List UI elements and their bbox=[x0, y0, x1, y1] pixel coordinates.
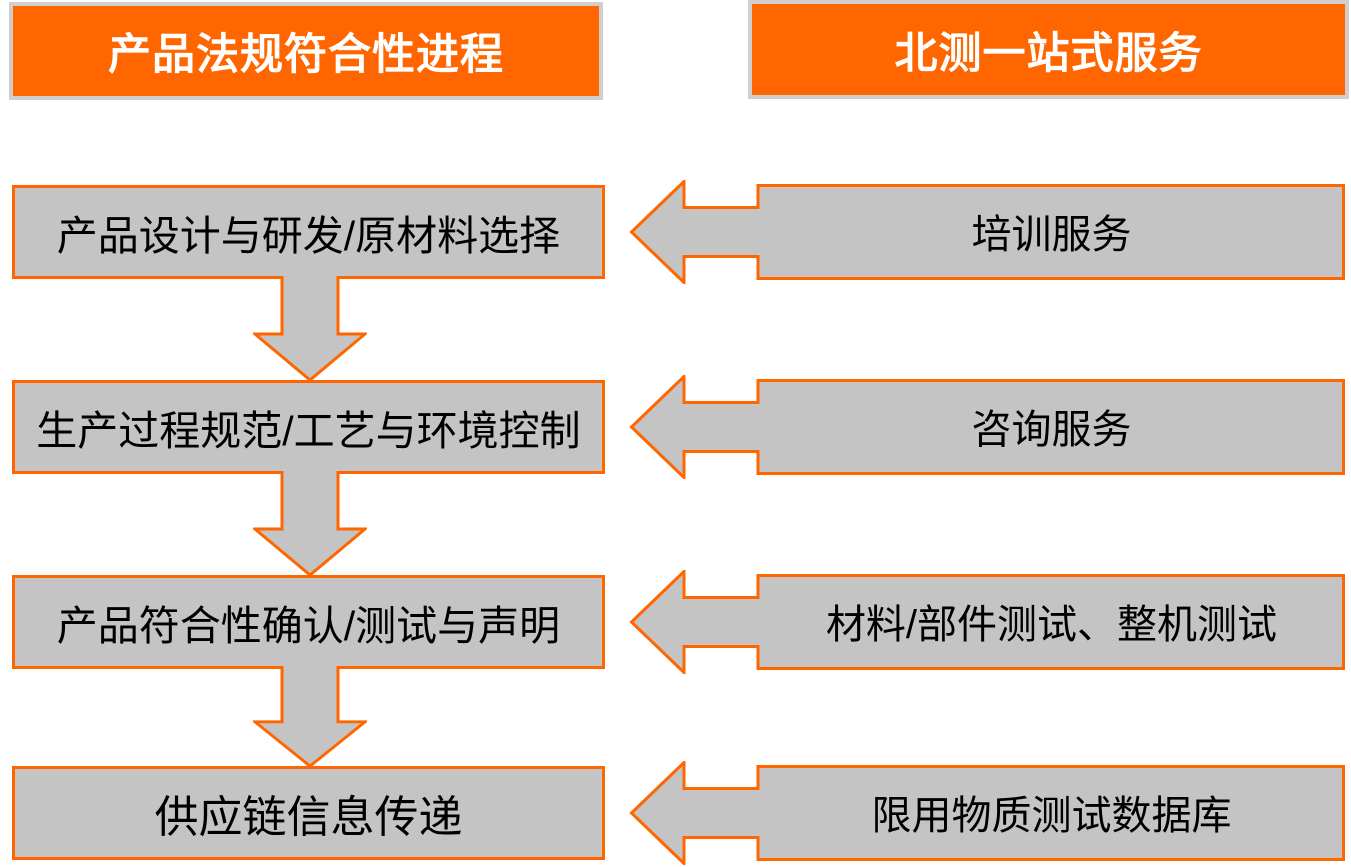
down-arrow-icon bbox=[253, 276, 367, 382]
left-arrow-icon bbox=[629, 761, 1345, 865]
service-label: 材料/部件测试、整机测试 bbox=[825, 603, 1278, 647]
step-label: 供应链信息传递 bbox=[154, 793, 463, 842]
process-step-box: 生产过程规范/工艺与环境控制 bbox=[12, 380, 605, 474]
down-arrow-icon bbox=[253, 666, 367, 768]
service-label: 培训服务 bbox=[971, 213, 1132, 257]
service-arrow-shape bbox=[629, 375, 1345, 479]
service-label: 限用物质测试数据库 bbox=[871, 794, 1232, 838]
service-arrow-shape bbox=[629, 570, 1345, 674]
service-label: 咨询服务 bbox=[971, 408, 1132, 452]
step-label: 生产过程规范/工艺与环境控制 bbox=[36, 408, 581, 454]
process-step-box: 产品设计与研发/原材料选择 bbox=[12, 185, 605, 279]
process-step-box: 供应链信息传递 bbox=[12, 766, 605, 860]
left-arrow-icon bbox=[629, 570, 1345, 674]
step-label: 产品符合性确认/测试与声明 bbox=[56, 603, 561, 649]
service-arrow-shape bbox=[629, 761, 1345, 865]
down-arrow-icon bbox=[253, 471, 367, 577]
left-arrow-icon bbox=[629, 180, 1345, 284]
left-arrow-icon bbox=[629, 375, 1345, 479]
services-column-header: 北测一站式服务 bbox=[748, 0, 1349, 99]
process-step-box: 产品符合性确认/测试与声明 bbox=[12, 575, 605, 669]
service-arrow-shape bbox=[629, 180, 1345, 284]
process-column-header: 产品法规符合性进程 bbox=[9, 2, 603, 100]
step-label: 产品设计与研发/原材料选择 bbox=[56, 213, 561, 259]
